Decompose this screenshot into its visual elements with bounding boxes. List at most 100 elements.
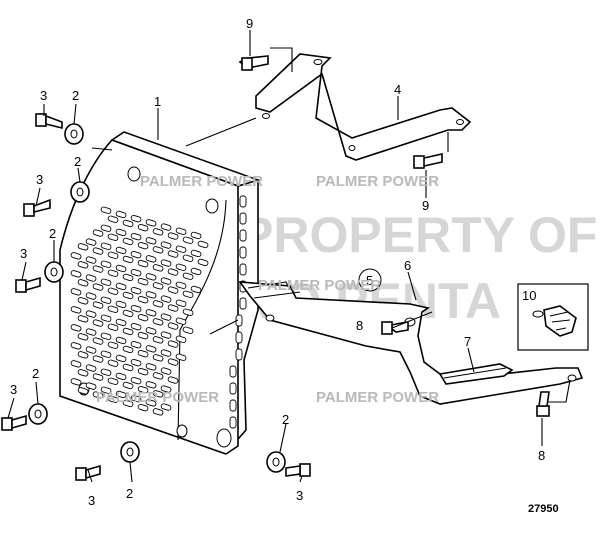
perforation-slot [167,340,179,348]
perforation-slot [85,238,97,246]
perforation-slot [137,223,149,232]
perforation-slot [130,340,142,349]
perforation-slot [115,264,127,273]
perforation-slot [115,210,127,219]
callout-9: 9 [422,198,429,213]
callout-3: 3 [10,382,17,397]
perforation-slot [145,309,157,317]
perforation-slot [145,381,157,389]
flange-slot [239,212,247,225]
perforation-slot [160,223,172,231]
perforation-slot [182,290,194,298]
perforation-slot [122,309,134,318]
perforation-slot [70,270,82,278]
perforation-slot [92,319,104,327]
perforation-slot [115,354,127,363]
perforation-slot [167,286,179,294]
perforation-slot [145,345,157,353]
perforation-slot [167,322,179,330]
perforation-slot [152,318,164,326]
perforation-slot [77,369,89,377]
perforation-slot [152,228,164,236]
perforation-slot [107,233,119,241]
perforation-slot [107,287,119,295]
perforation-slot [85,274,97,282]
perforation-slot [160,313,172,321]
watermark-palmer-power: PALMER POWER [96,389,219,406]
perforation-slot [92,229,104,237]
flange-slot [229,416,237,429]
perforation-slot [145,237,157,245]
bolt-3-6 [285,463,311,477]
perforation-slot [130,232,142,241]
washer-2-2 [70,181,90,203]
callout-2: 2 [72,88,79,103]
perforation-slot [137,295,149,304]
part-7-rubber-strip [438,363,514,385]
washer-2-3 [44,261,64,283]
perforation-slot [122,237,134,246]
perforation-slot [100,386,112,394]
perforation-slot [115,372,127,381]
perforation-slot [115,228,127,237]
perforation-slot [130,322,142,331]
perforation-slot [92,265,104,273]
part-4-upper-bracket [255,53,472,161]
callout-2: 2 [32,366,39,381]
perforation-slot [107,323,119,331]
perforation-slot [100,224,112,232]
perforation-slot [145,273,157,281]
perforation-slot [130,304,142,313]
perforation-slot [182,254,194,262]
perforation-slot [122,345,134,354]
perforation-slot [145,219,157,227]
perforation-slot [137,241,149,250]
washer-2-4 [28,403,48,425]
perforation-slot [137,331,149,340]
perforation-slot [190,249,202,258]
perforation-slot [100,296,112,304]
washer-2-6 [266,451,286,473]
callout-10: 10 [522,288,536,303]
perforation-slot [77,261,89,269]
perforation-slot [160,349,172,357]
perforation-slot [197,240,209,249]
flange-slot [229,399,237,412]
perforation-slot [115,390,127,399]
perforation-slot [175,227,187,235]
perforation-slot [70,324,82,332]
perforation-slot [92,283,104,291]
part-1-protection-shield [59,131,261,455]
perforation-slot [107,359,119,367]
callout-2: 2 [49,226,56,241]
perforation-slot [100,242,112,250]
perforation-slot [130,394,142,403]
perforation-slot [152,336,164,344]
bolt-8-right [536,391,550,417]
perforation-slot [107,395,119,403]
perforation-slot [85,328,97,336]
perforation-slot [92,247,104,255]
watermark-palmer-power: PALMER POWER [316,389,439,406]
perforation-slot [145,363,157,371]
perforation-slot [160,367,172,375]
perforation-slot [100,206,112,214]
watermark-palmer-power: PALMER POWER [140,173,263,190]
perforation-slot [100,368,112,376]
perforation-slot [85,364,97,372]
perforation-slot [115,318,127,327]
perforation-slot [92,301,104,309]
perforation-slot [85,292,97,300]
perforation-slot [160,385,172,393]
perforation-slot [160,403,172,411]
bolt-3-4 [1,414,27,431]
perforation-slot [167,376,179,384]
perforation-slot [70,378,82,386]
perforation-slot [77,351,89,359]
perforation-slot [122,327,134,336]
watermark-palmer-power: PALMER POWER [316,173,439,190]
perforation-slot [137,385,149,394]
perforation-slot [152,354,164,362]
perforation-slot [175,245,187,253]
perforation-slot [77,333,89,341]
